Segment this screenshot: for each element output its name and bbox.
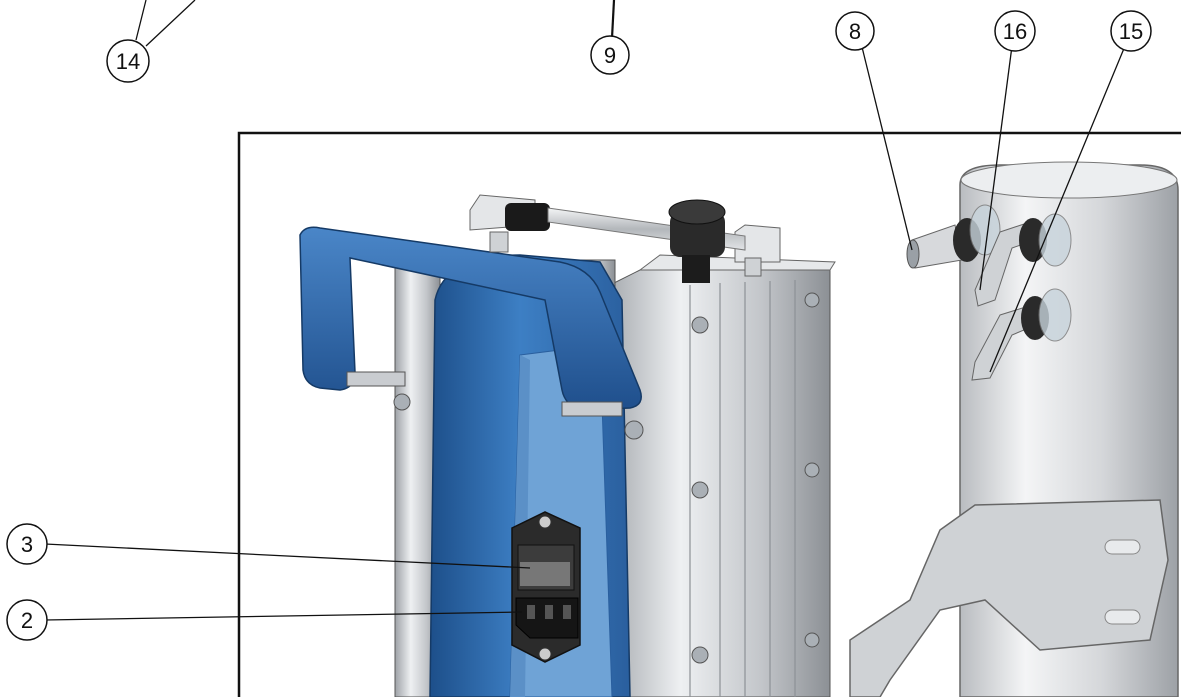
screw: [691, 316, 709, 334]
callout-3: 3: [6, 523, 48, 565]
callout-14: 14: [106, 39, 150, 83]
support-bracket: [849, 499, 1169, 697]
carry-handle: [299, 226, 644, 440]
callout-label: 9: [604, 43, 616, 68]
callout-2: 2: [6, 599, 48, 641]
screw: [804, 632, 820, 648]
callout-label: 8: [849, 19, 861, 44]
screw: [804, 292, 820, 308]
callout-label: 16: [1003, 19, 1027, 44]
callout-15: 15: [1110, 10, 1152, 52]
callout-label: 2: [21, 608, 33, 633]
screw: [691, 481, 709, 499]
callout-16: 16: [994, 10, 1036, 52]
view-frame: [237, 131, 1181, 697]
fitting-16: [974, 213, 1072, 307]
screw: [691, 646, 709, 664]
leader-lines: [44, 0, 1126, 621]
power-inlet-module: [511, 511, 581, 663]
screw: [538, 515, 552, 529]
callout-label: 3: [21, 532, 33, 557]
callout-8: 8: [835, 11, 875, 51]
screw: [624, 420, 644, 440]
top-rod-assembly: [469, 194, 781, 283]
motor-body: [599, 254, 836, 697]
screw: [804, 462, 820, 478]
screw: [538, 647, 552, 661]
callout-label: 15: [1119, 19, 1143, 44]
fitting-15: [971, 288, 1072, 381]
screw: [393, 393, 411, 411]
callout-label: 14: [116, 49, 140, 74]
adjustment-knob: [668, 199, 726, 283]
callout-9: 9: [590, 35, 630, 75]
